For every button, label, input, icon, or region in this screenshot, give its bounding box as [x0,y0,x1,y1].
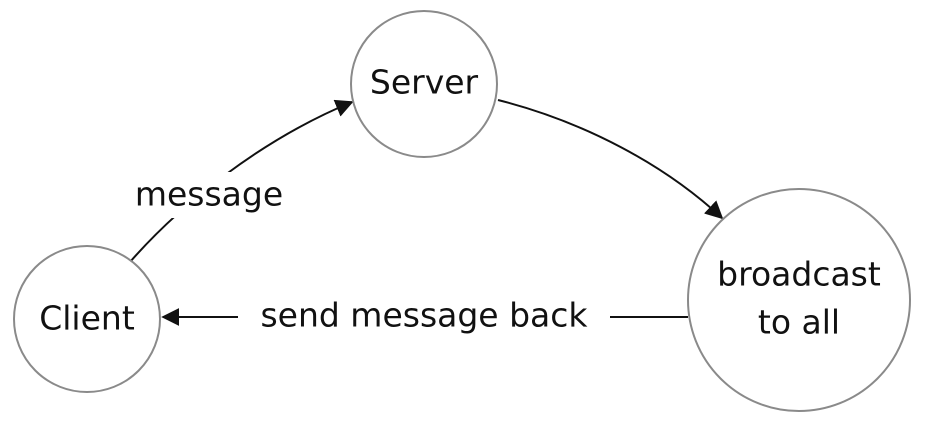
node-server: Server [350,10,498,158]
node-client-label: Client [39,299,135,338]
edge-label-message: message [135,175,283,214]
edge-label-send-message-back: send message back [260,296,588,335]
node-broadcast-label-line2: to all [758,303,840,342]
edge-label-bg-send-back [238,295,610,339]
node-client: Client [13,245,161,393]
edge-label-bg-message [120,172,298,218]
node-server-label: Server [370,63,479,102]
node-broadcast-circle [687,188,911,412]
node-broadcast-label-line1: broadcast [717,255,881,294]
edge-server-to-broadcast [497,99,724,220]
node-server-circle [350,10,498,158]
node-broadcast: broadcast to all [687,188,911,412]
node-client-circle [13,245,161,393]
